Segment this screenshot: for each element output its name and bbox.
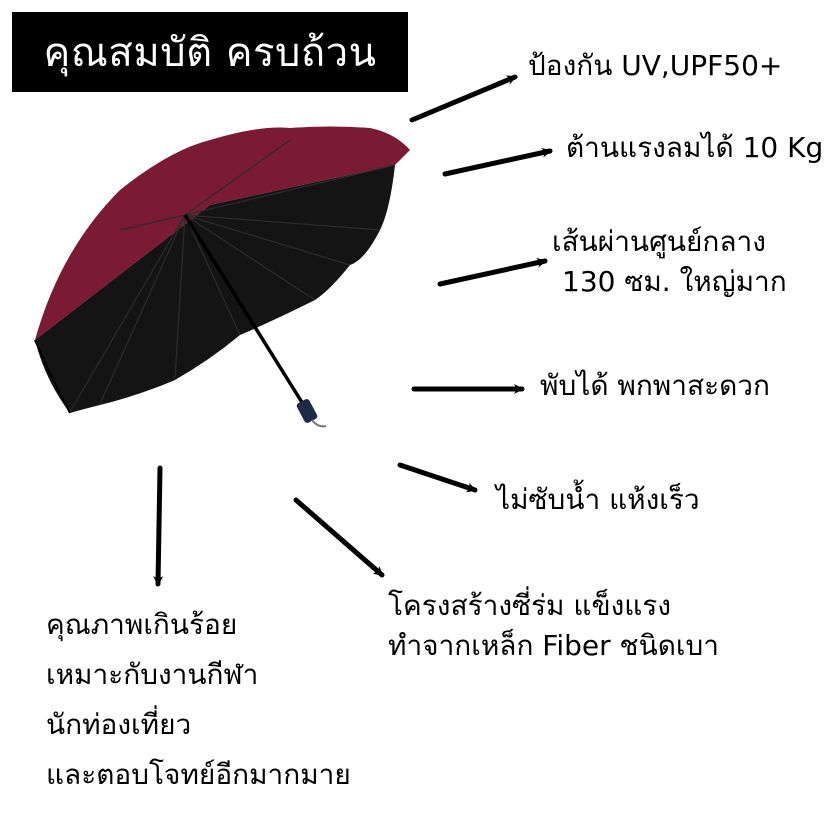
feature-text: เหมาะกับงานกีฬา <box>46 658 259 691</box>
feature-text: 130 ซม. ใหญ่มาก <box>562 265 787 298</box>
feature-text: นักท่องเที่ยว <box>46 708 192 741</box>
feature-text: และตอบโจทย์อีกมากมาย <box>46 758 351 791</box>
feature-quality: คุณภาพเกินร้อย เหมาะกับงานกีฬา นักท่องเท… <box>46 600 351 800</box>
feature-text: พับได้ พกพาสะดวก <box>540 369 770 402</box>
arrow-diameter <box>437 257 548 287</box>
feature-text: ต้านแรงลมได้ 10 Kg <box>566 131 824 164</box>
umbrella-shaft <box>183 214 310 413</box>
page-title: คุณสมบัติ ครบถ้วน <box>43 30 377 76</box>
feature-frame: โครงสร้างซี่ร่ม แข็งแรง ทำจากเหล็ก Fiber… <box>388 586 719 666</box>
arrow-waterproof <box>397 462 478 493</box>
arrow-quality <box>153 465 164 587</box>
title-banner: คุณสมบัติ ครบถ้วน <box>12 12 408 92</box>
feature-wind: ต้านแรงลมได้ 10 Kg <box>566 128 823 168</box>
feature-foldable: พับได้ พกพาสะดวก <box>540 366 770 406</box>
umbrella-image <box>34 126 410 428</box>
feature-uv: ป้องกัน UV,UPF50+ <box>528 46 782 86</box>
arrow-uv <box>409 74 518 123</box>
canopy-inner <box>35 165 395 413</box>
arrow-wind <box>442 147 553 177</box>
umbrella-handle <box>296 399 318 423</box>
feature-text: โครงสร้างซี่ร่ม แข็งแรง <box>388 589 672 622</box>
arrows <box>153 74 553 587</box>
arrow-frame <box>293 497 385 578</box>
canopy-outer <box>35 126 410 340</box>
wrist-strap <box>311 419 327 428</box>
feature-text: คุณภาพเกินร้อย <box>46 608 238 641</box>
feature-diameter: เส้นผ่านศูนย์กลาง 130 ซม. ใหญ่มาก <box>552 222 787 302</box>
feature-text: เส้นผ่านศูนย์กลาง <box>552 225 766 258</box>
feature-text: ทำจากเหล็ก Fiber ชนิดเบา <box>388 629 719 662</box>
feature-waterproof: ไม่ซับน้ำ แห้งเร็ว <box>496 480 700 520</box>
feature-text: ป้องกัน UV,UPF50+ <box>528 49 783 82</box>
feature-text: ไม่ซับน้ำ แห้งเร็ว <box>496 483 700 516</box>
